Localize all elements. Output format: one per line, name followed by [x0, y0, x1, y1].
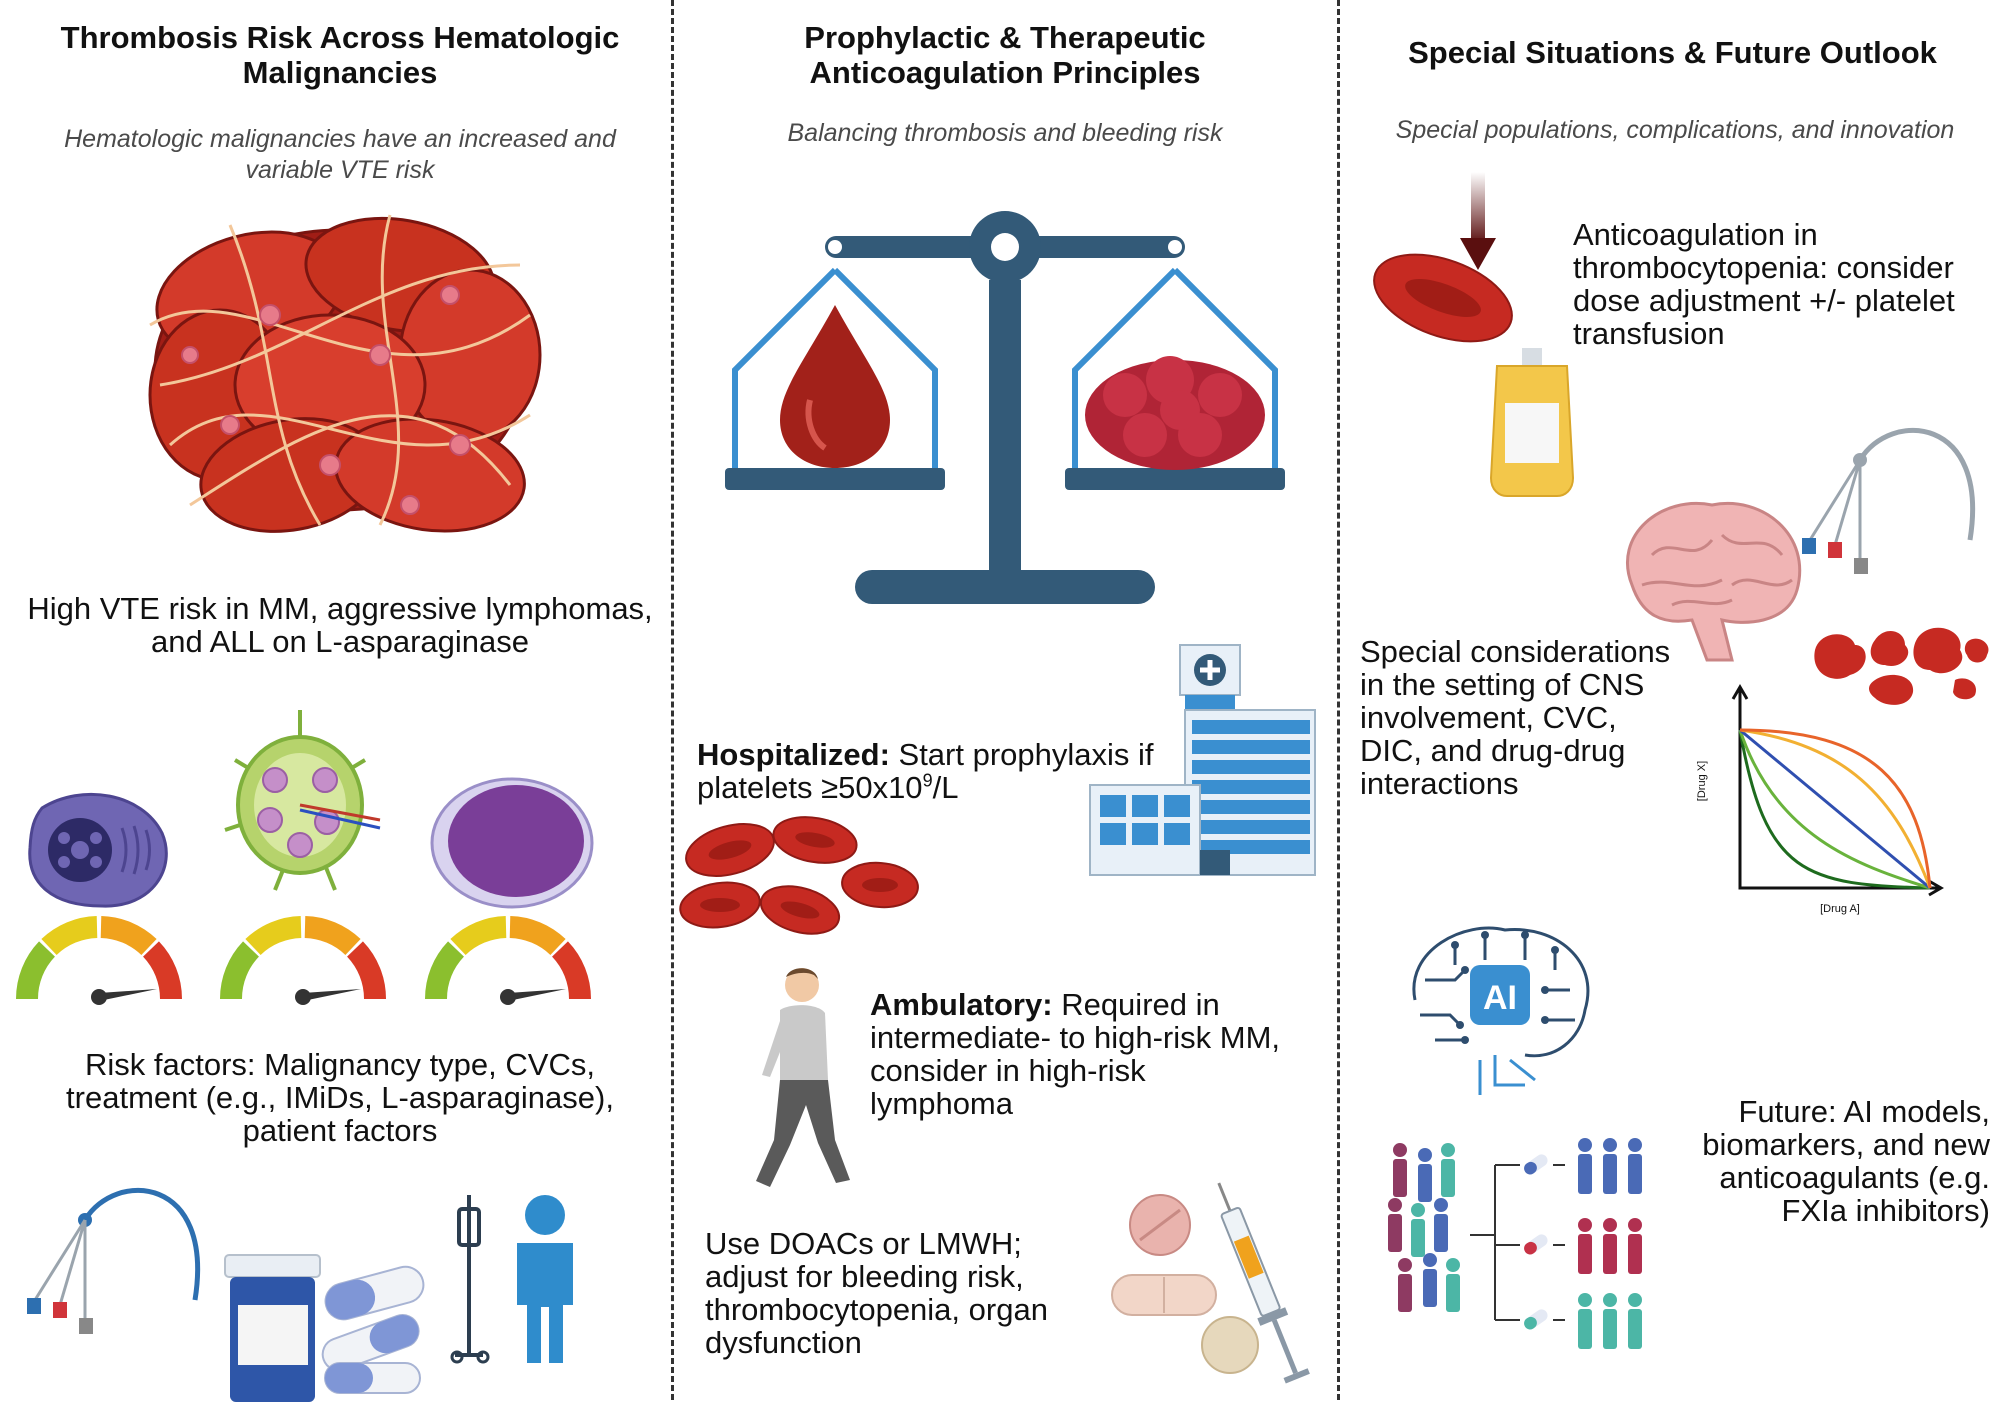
platelet-cell-icon: [1373, 253, 1513, 343]
walking-person-icon: [756, 968, 850, 1187]
risk-gauge-icon-3: [424, 916, 592, 1005]
drug-interaction-isobologram-chart: [1731, 684, 1944, 897]
blood-clot-icon: [148, 214, 542, 533]
vte-risk-text: High VTE risk in MM, aggressive lymphoma…: [27, 591, 653, 659]
platelet-bag-icon: [1489, 348, 1575, 497]
central-venous-catheter-icon: [27, 1187, 200, 1334]
graph-y-axis-label: [Drug X]: [1696, 760, 1708, 802]
syringe-icon: [1217, 1182, 1310, 1384]
patient-iv-drip-icon: [450, 1195, 573, 1364]
col1-subtitle: Hematologic malignancies have an increas…: [64, 125, 616, 184]
col3-subtitle: Special populations, complications, and …: [1395, 116, 1955, 144]
col2-subtitle: Balancing thrombosis and bleeding risk: [787, 119, 1223, 147]
central-venous-catheter-icon-2: [1802, 427, 1975, 574]
column-divider-right: [1337, 0, 1340, 1400]
ai-brain-circuit-icon: [1412, 926, 1590, 1095]
personalized-medicine-icon: [1388, 1138, 1642, 1349]
tablets-icon: [1111, 1194, 1259, 1374]
lymph-node-icon: [224, 710, 381, 891]
platelet-aggregates-icon: [1814, 627, 1989, 705]
red-blood-cells-icon: [679, 816, 919, 935]
hospitalized-unit: /L: [932, 770, 959, 805]
pill-bottle-icon: [224, 1254, 321, 1402]
ai-chip-label: AI: [1483, 979, 1517, 1017]
graph-x-axis-label: [Drug A]: [1820, 903, 1860, 915]
thrombocytopenia-text: Anticoagulation in thrombocytopenia: con…: [1573, 217, 1955, 351]
col1-title: Thrombosis Risk Across Hematologic Malig…: [60, 20, 620, 90]
down-arrow-icon: [1460, 172, 1496, 270]
doac-lmwh-text: Use DOACs or LMWH; adjust for bleeding r…: [705, 1226, 1048, 1360]
special-considerations-text: Special considerations in the setting of…: [1360, 634, 1671, 801]
hospitalized-label: Hospitalized:: [697, 737, 890, 772]
risk-gauge-icon-2: [219, 916, 387, 1005]
future-outlook-text: Future: AI models, biomarkers, and new a…: [1702, 1094, 1990, 1228]
risk-factors-text: Risk factors: Malignancy type, CVCs, tre…: [66, 1047, 614, 1148]
hospitalized-exponent: 9: [922, 770, 933, 791]
ambulatory-label: Ambulatory:: [870, 987, 1053, 1022]
brain-icon: [1625, 502, 1802, 662]
risk-gauge-icon-1: [15, 916, 183, 1005]
col2-title: Prophylactic & Therapeutic Anticoagulati…: [804, 20, 1206, 90]
ambulatory-text: Ambulatory: Required in intermediate- to…: [870, 988, 1290, 1120]
lymphoblast-cell-icon: [430, 777, 594, 909]
myeloma-cell-icon: [28, 792, 168, 908]
hospital-building-icon: [1089, 644, 1316, 876]
hospitalized-text: Hospitalized: Start prophylaxis if plate…: [697, 738, 1197, 804]
ambulatory-body: Required in intermediate- to high-risk M…: [870, 987, 1281, 1121]
column-divider-left: [671, 0, 674, 1400]
col3-title: Special Situations & Future Outlook: [1408, 35, 1937, 70]
capsules-icon: [321, 1265, 425, 1394]
balance-scale-icon: [725, 211, 1285, 604]
hospitalized-body: Start prophylaxis if platelets ≥50x10: [697, 737, 1154, 805]
